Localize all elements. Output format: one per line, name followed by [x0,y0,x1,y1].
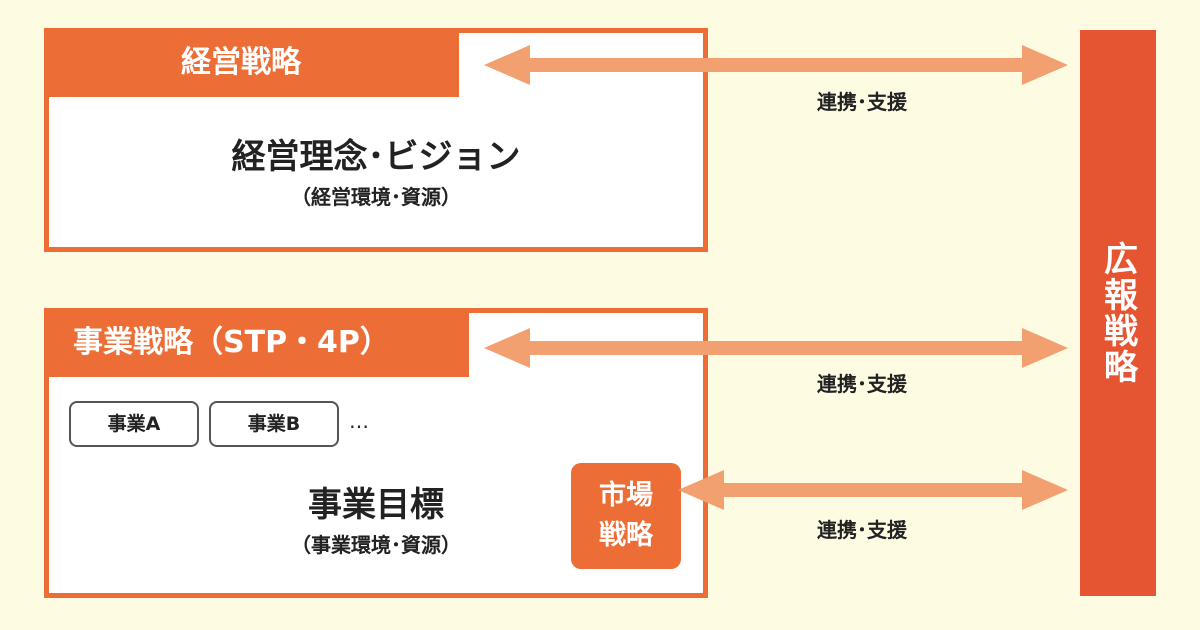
corporate-link-arrow [484,45,1068,85]
market-strategy-box: 市場 戦略 [571,463,681,569]
business-goal-subtitle: （事業環境･資源） [291,533,461,557]
market-link-arrow [678,470,1068,510]
business-unit-b: 事業B [209,401,339,447]
business-link-arrow [484,328,1068,368]
corporate-link-label: 連携･支援 [817,90,907,114]
corporate-vision-title: 経営理念･ビジョン [231,137,521,177]
pr-strategy-label: 広報戦略 [1097,241,1138,385]
pr-strategy-bar: 広報戦略 [1080,30,1156,596]
business-unit-a: 事業A [69,401,199,447]
market-strategy-line2: 戦略 [599,520,653,551]
business-strategy-box: 事業戦略（STP・4P） 事業A 事業B … 事業目標 （事業環境･資源） 市場… [44,308,708,598]
more-units-ellipsis: … [349,409,369,433]
business-goal-title: 事業目標 [308,485,444,525]
market-link-label: 連携･支援 [817,518,907,542]
market-strategy-line1: 市場 [599,479,653,511]
corporate-vision-subtitle: （経営環境･資源） [291,185,461,209]
business-link-label: 連携･支援 [817,372,907,396]
business-strategy-tab: 事業戦略（STP・4P） [49,313,469,377]
corporate-strategy-tab: 経営戦略 [49,33,459,97]
